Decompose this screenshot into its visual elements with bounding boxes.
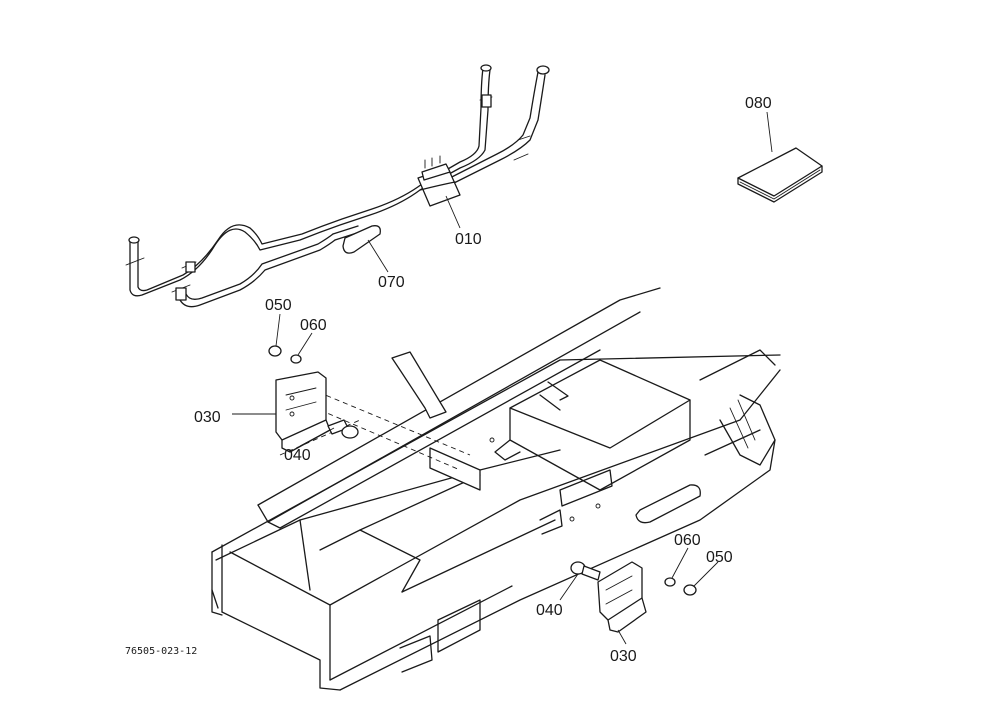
filter-component: [417, 155, 461, 207]
hose-assembly: [125, 64, 550, 308]
chassis-frame: [211, 287, 781, 691]
nut-lower: [683, 584, 697, 596]
figure-reference: 76505-023-12: [125, 646, 197, 657]
nut-upper: [268, 345, 282, 357]
callout-050-lower: 050: [706, 549, 733, 566]
bracket-upper: [275, 371, 331, 453]
callout-030-lower: 030: [610, 648, 637, 665]
callout-010: 010: [455, 231, 482, 248]
bolt-lower: [570, 561, 601, 581]
washer-upper: [290, 354, 302, 364]
callout-060-lower: 060: [674, 532, 701, 549]
callout-070: 070: [378, 274, 405, 291]
manual-card: [737, 147, 823, 203]
callout-040-lower: 040: [536, 602, 563, 619]
callout-050-upper: 050: [265, 297, 292, 314]
washer-lower: [664, 577, 676, 587]
callout-040-upper: 040: [284, 447, 311, 464]
callout-030-upper: 030: [194, 409, 221, 426]
bolt-upper: [327, 419, 359, 439]
callout-060-upper: 060: [300, 317, 327, 334]
leader-lines: [232, 111, 773, 645]
callout-080: 080: [745, 95, 772, 112]
bracket-lower: [597, 561, 647, 633]
